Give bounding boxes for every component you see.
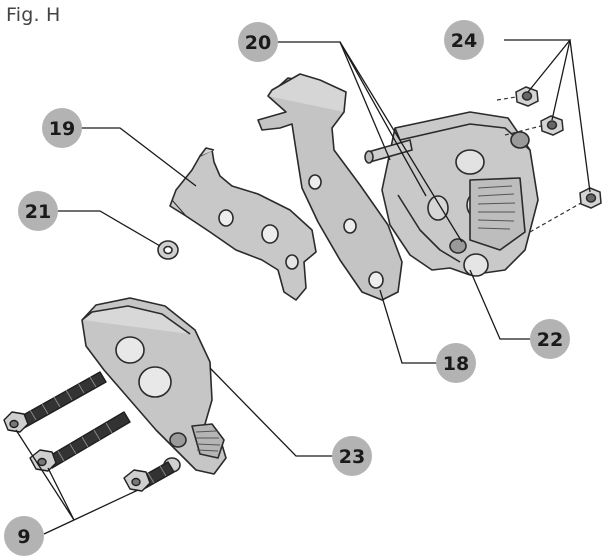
part-24-nut-1 (515, 86, 539, 107)
callout-22: 22 (530, 319, 570, 359)
callout-20: 20 (238, 22, 278, 62)
part-21-washer (157, 240, 179, 260)
callout-18: 18 (436, 343, 476, 383)
callout-24-label: 24 (451, 30, 477, 52)
callout-19-label: 19 (49, 118, 75, 140)
assembly-dash-lines (496, 96, 582, 233)
callout-20-label: 20 (245, 32, 271, 54)
callout-23: 23 (332, 436, 372, 476)
leader-lines (15, 39, 591, 535)
figure-title: Fig. H (6, 4, 61, 26)
callout-9-label: 9 (17, 526, 30, 548)
callout-9: 9 (4, 516, 44, 556)
part-9-bolt-2 (29, 411, 131, 472)
part-22-rear-housing (364, 111, 539, 277)
part-18-plate (257, 73, 403, 301)
part-24-nut-2 (540, 115, 564, 136)
part-23-front-housing (81, 297, 227, 475)
part-9-bolt-3 (123, 461, 175, 492)
callout-22-label: 22 (537, 329, 563, 351)
callout-23-label: 23 (339, 446, 365, 468)
callout-21-label: 21 (25, 201, 51, 223)
callout-24: 24 (444, 20, 484, 60)
part-19-lever (169, 147, 317, 301)
part-24-nut-3 (579, 187, 602, 209)
callout-18-label: 18 (443, 353, 469, 375)
callout-21: 21 (18, 191, 58, 231)
part-9-bolt-1 (3, 371, 107, 433)
callout-19: 19 (42, 108, 82, 148)
